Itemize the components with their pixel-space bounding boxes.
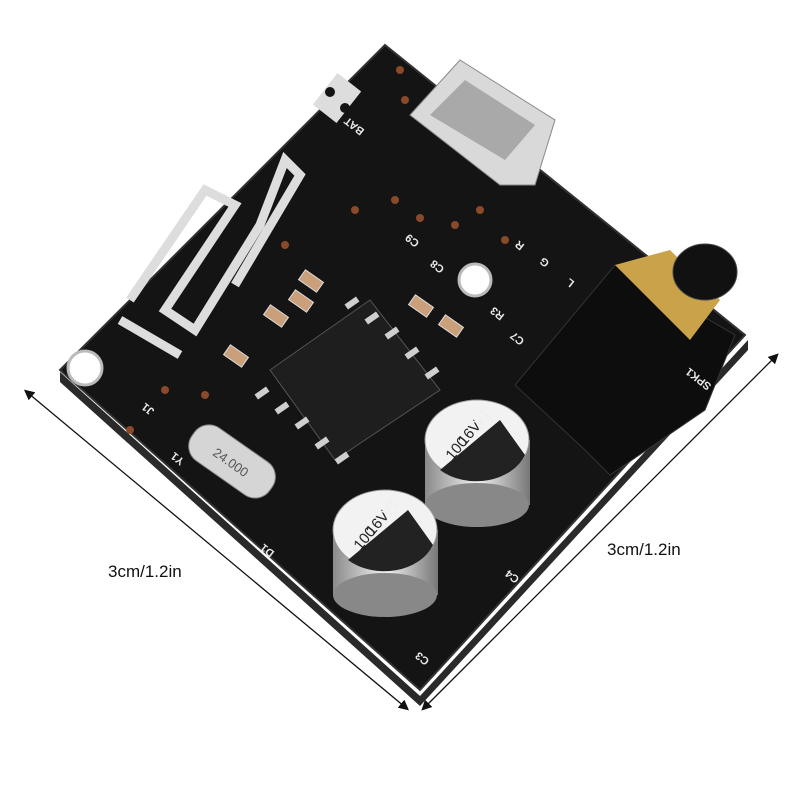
mounting-hole bbox=[66, 349, 104, 387]
dimension-line-left bbox=[24, 389, 409, 711]
capacitor-left: 100 16V VT bbox=[332, 489, 438, 617]
dimension-line-right bbox=[421, 353, 779, 711]
ic-chip bbox=[269, 299, 441, 461]
audio-jack bbox=[514, 243, 738, 476]
via-holes bbox=[126, 66, 509, 434]
micro-usb-port bbox=[409, 59, 556, 186]
antenna-trace bbox=[117, 151, 306, 359]
bat-pads bbox=[312, 73, 362, 123]
mounting-hole bbox=[457, 262, 493, 298]
silk-j1: J1 bbox=[140, 400, 157, 417]
crystal-oscillator: 24.000 bbox=[188, 424, 276, 499]
ic-pins bbox=[254, 296, 440, 465]
dimension-label-left: 3cm/1.2in bbox=[108, 562, 182, 581]
smd-components bbox=[222, 269, 465, 368]
capacitor-right: 100 16V VT bbox=[424, 399, 530, 527]
dimension-label-right: 3cm/1.2in bbox=[607, 540, 681, 559]
